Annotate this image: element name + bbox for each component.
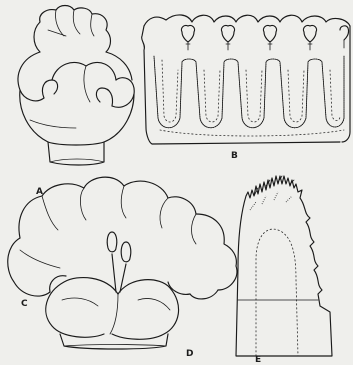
panel-e-drawing <box>236 176 332 356</box>
panel-d-drawing <box>46 232 179 349</box>
panel-d-label: D <box>186 350 193 359</box>
panel-a-label: A <box>36 188 43 197</box>
stamens-row <box>181 25 348 50</box>
panel-b-label: B <box>231 152 238 161</box>
panel-a-drawing <box>18 6 134 166</box>
panel-c-label: C <box>21 300 28 309</box>
panel-b-drawing <box>142 15 350 144</box>
